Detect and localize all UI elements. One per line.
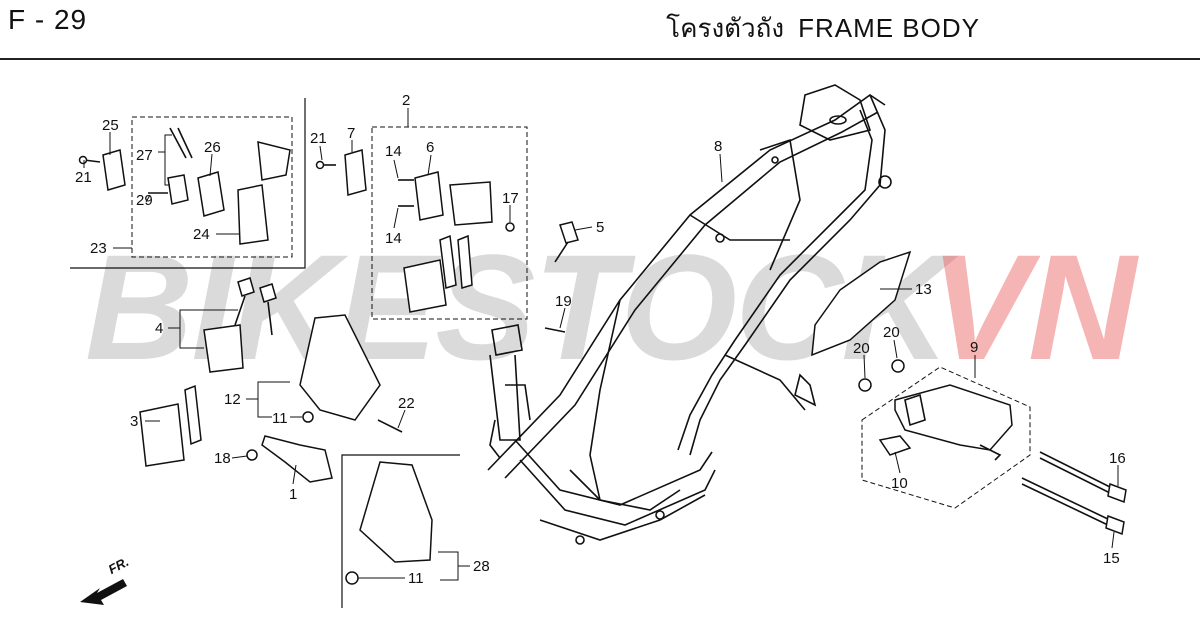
nut-17 [505, 222, 515, 232]
bushing-20-a [858, 378, 872, 392]
cover-top-group [257, 141, 291, 181]
key-head-5 [559, 221, 579, 244]
key-head-4-b [259, 283, 277, 303]
part-label: 22 [398, 395, 415, 412]
title-thai: โครงตัวถัง [666, 13, 785, 43]
bracket-12 [299, 314, 381, 421]
part-label: 11 [272, 410, 288, 427]
nut-11-middle [302, 411, 314, 423]
part-label: 18 [214, 450, 231, 467]
part-label: 19 [555, 293, 572, 310]
key-head-4-a [237, 277, 255, 297]
link-27 [169, 127, 193, 159]
part-label: 23 [90, 240, 107, 257]
part-label: 14 [385, 230, 402, 247]
part-label: 27 [136, 147, 153, 164]
part-label: 25 [102, 117, 119, 134]
leader-lines [83, 108, 1119, 581]
part-label: 21 [310, 130, 327, 147]
lock-24 [237, 184, 269, 245]
rubber-10 [878, 435, 912, 456]
title-english: FRAME BODY [798, 13, 980, 43]
key-group-2-b [457, 234, 473, 289]
key-blade-4-a [234, 295, 246, 326]
bracket-25 [102, 149, 126, 191]
plate-1 [261, 435, 333, 483]
key-3 [184, 384, 202, 446]
part-label: 3 [130, 413, 138, 430]
part-label: 7 [347, 125, 355, 142]
part-label: 20 [853, 340, 870, 357]
group-box-2-dashed [371, 126, 528, 320]
part-label: 16 [1109, 450, 1126, 467]
bushing-20-b [891, 359, 905, 373]
bracket-28 [359, 461, 433, 563]
part-label: 4 [155, 320, 163, 337]
group-box-28-outline [341, 454, 460, 608]
cover-4 [203, 324, 244, 373]
part-label: 9 [970, 339, 978, 356]
part-label: 2 [402, 92, 410, 109]
part-label: 24 [193, 226, 210, 243]
part-label: 14 [385, 143, 402, 160]
plate-27 [167, 174, 189, 205]
header-rule [0, 58, 1200, 60]
part-label: 29 [136, 192, 153, 209]
screw-21-left-head [78, 155, 88, 165]
part-label: 28 [473, 558, 490, 575]
part-label: 13 [915, 281, 932, 298]
group-box-23-outline [70, 98, 306, 269]
key-group-2-a [439, 234, 457, 289]
part-label: 17 [502, 190, 519, 207]
bolt-15 [1021, 477, 1125, 536]
page-title: โครงตัวถัง FRAME BODY [666, 8, 980, 49]
bolt-19 [544, 327, 566, 333]
bolt-22 [377, 419, 403, 433]
bolt-18 [246, 449, 258, 461]
page-code: F - 29 [8, 4, 88, 35]
part-label: 5 [596, 219, 604, 236]
watermark-accent: VN [930, 223, 1136, 391]
nut-11-bottom [345, 571, 359, 585]
main-frame [487, 84, 892, 545]
lock-3 [139, 403, 185, 467]
front-direction-arrow-icon [80, 579, 127, 605]
part-label: 10 [891, 475, 908, 492]
frame-cover-13 [811, 250, 912, 357]
key-blade-5 [554, 241, 569, 263]
cover-group-2 [449, 181, 493, 226]
part-label: 20 [883, 324, 900, 341]
part-label: 8 [714, 138, 722, 155]
part-label: 1 [289, 486, 297, 503]
key-blade-4-b [267, 301, 273, 336]
part-label: 15 [1103, 550, 1120, 567]
bolt-16 [1039, 451, 1127, 504]
part-label: 21 [75, 169, 92, 186]
bracket-7 [344, 149, 367, 196]
part-numbers: 25 21 27 26 29 24 23 2 14 6 14 17 21 7 5… [75, 92, 1126, 587]
switch-6 [414, 171, 444, 221]
group-box-23-dashed [131, 116, 293, 258]
part-label: 26 [204, 139, 221, 156]
part-label: 12 [224, 391, 241, 408]
group-box-9-dashed [861, 366, 1031, 509]
part-label: 11 [408, 570, 424, 587]
screw-21-right-head [315, 160, 325, 170]
engine-hanger-9 [894, 384, 1013, 461]
lock-group-2 [403, 259, 447, 313]
part-label: 6 [426, 139, 434, 156]
switch-26 [197, 171, 225, 217]
